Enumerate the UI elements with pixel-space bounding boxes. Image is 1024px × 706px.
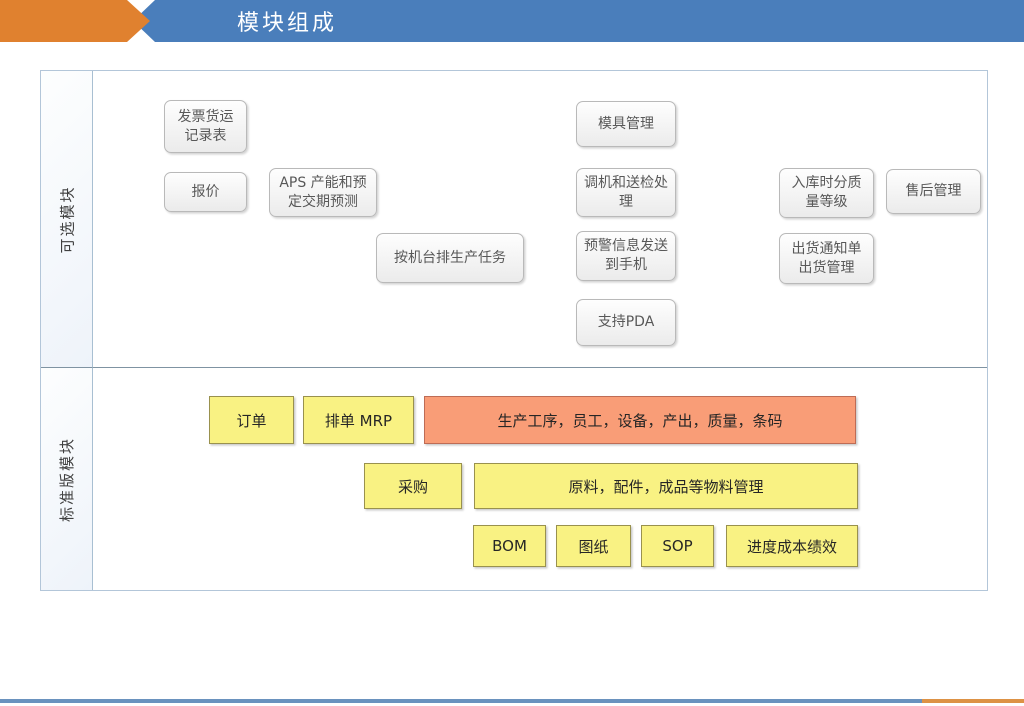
footer-rule-orange [922, 699, 1024, 703]
section-label-cell-optional: 可选模块 [41, 71, 93, 367]
section-label-cell-standard: 标准版模块 [41, 367, 93, 590]
footer-rule-blue [0, 699, 922, 703]
module-diagram: 可选模块 标准版模块 发票货运记录表 报价 APS 产能和预定交期预测 按机台排… [40, 70, 988, 591]
page-title: 模块组成 [237, 11, 338, 36]
footer-rule [0, 699, 1024, 703]
section-content-optional [93, 71, 987, 367]
header-arrow-icon [0, 0, 150, 42]
section-content-standard [93, 367, 987, 590]
section-label-optional: 可选模块 [58, 184, 77, 254]
header-bar [133, 0, 1024, 42]
section-label-standard: 标准版模块 [58, 436, 77, 522]
